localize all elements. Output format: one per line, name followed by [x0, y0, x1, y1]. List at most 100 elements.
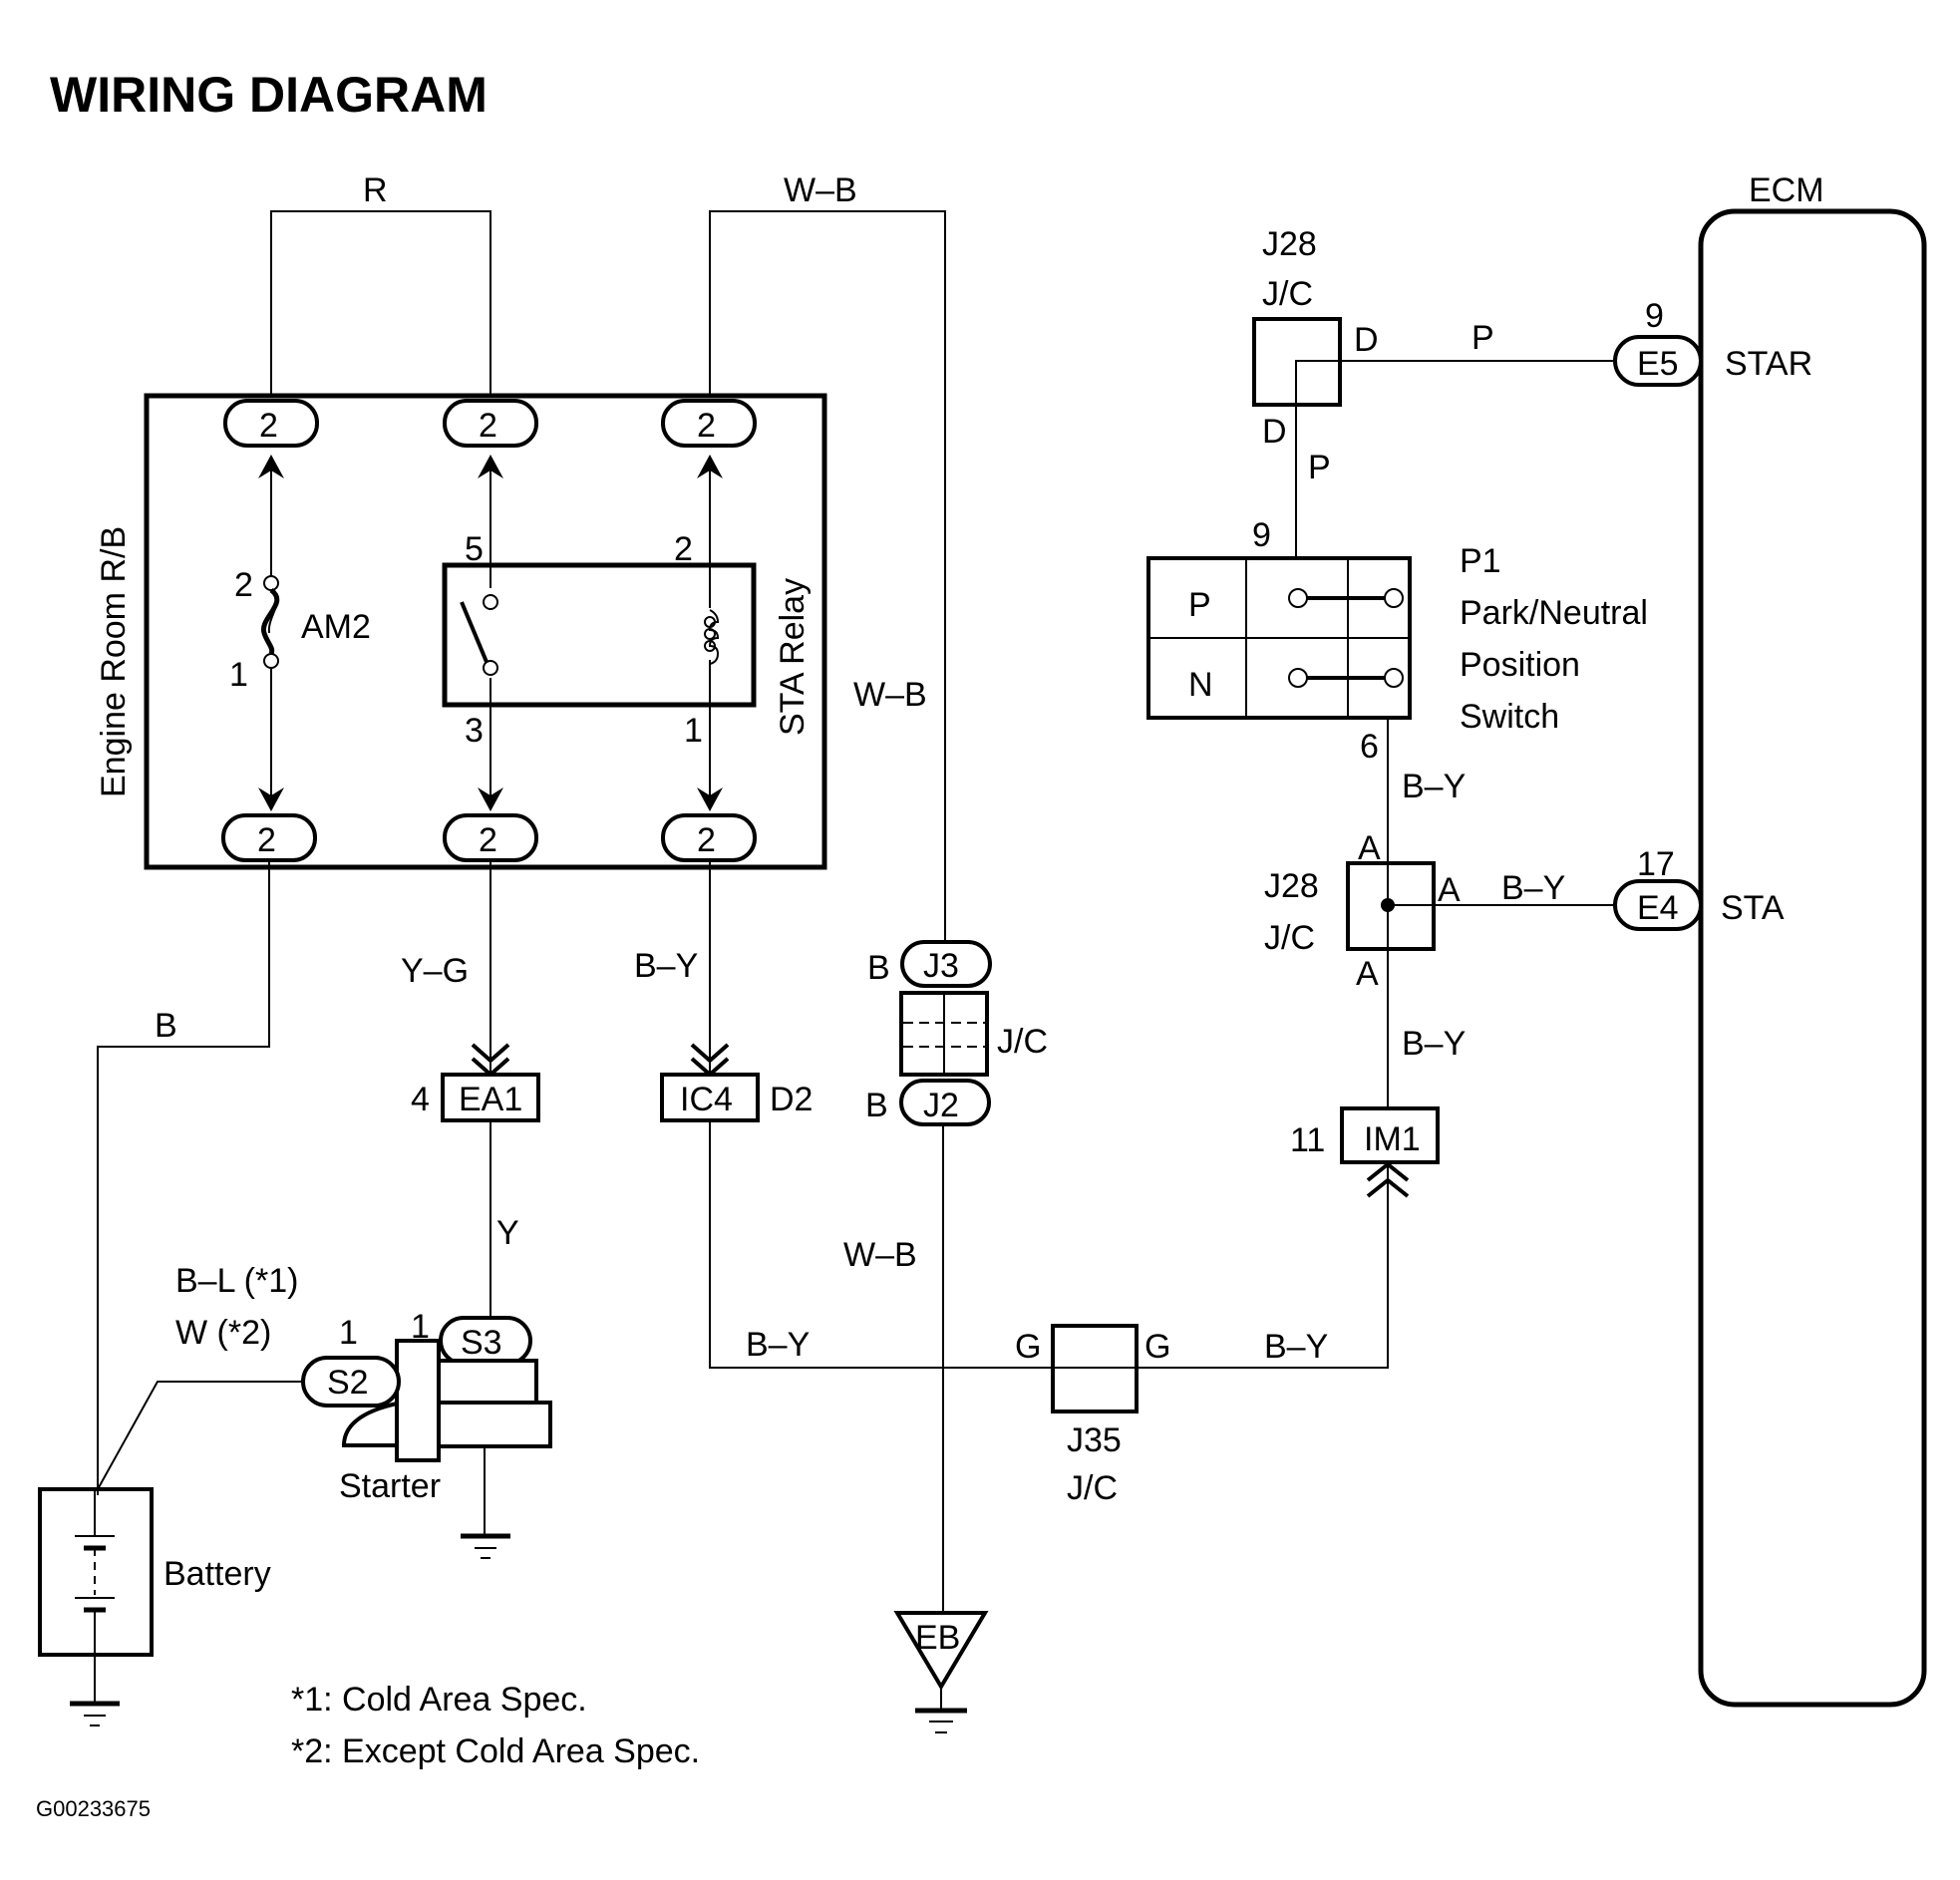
svg-text:E5: E5 — [1637, 345, 1679, 383]
ecm: ECM E5 9 STAR E4 17 STA — [1613, 171, 1927, 1708]
svg-text:5: 5 — [465, 530, 484, 568]
svg-text:D: D — [1262, 413, 1287, 451]
svg-text:STAR: STAR — [1725, 345, 1812, 383]
svg-text:W (*2): W (*2) — [175, 1314, 271, 1352]
svg-text:EA1: EA1 — [459, 1081, 522, 1118]
svg-text:1: 1 — [411, 1308, 430, 1346]
starter-label: Starter — [339, 1467, 441, 1505]
svg-text:P: P — [1471, 319, 1494, 357]
wire-wb-ground: W–B — [843, 1124, 944, 1620]
wire-by-j28-e4: B–Y — [1501, 869, 1565, 907]
junction-j35: G G J35 J/C — [1015, 1324, 1170, 1507]
svg-text:9: 9 — [1645, 297, 1664, 335]
wire-by-coil: B–Y — [634, 862, 711, 1075]
svg-text:B–Y: B–Y — [1264, 1328, 1328, 1366]
engine-room-rb: Engine Room R/B 2 2 2 2 2 2 — [95, 393, 827, 870]
connector-e5: E5 9 STAR — [1613, 297, 1812, 387]
svg-text:B–Y: B–Y — [1402, 1025, 1466, 1063]
svg-text:B–Y: B–Y — [634, 947, 698, 985]
battery: Battery — [38, 1487, 271, 1726]
svg-text:B: B — [867, 949, 890, 987]
svg-text:B–Y: B–Y — [1501, 869, 1565, 907]
svg-text:W–B: W–B — [843, 1236, 917, 1274]
wire-b-battery: B — [97, 862, 270, 1495]
wire-p-j28-p1: P — [1308, 449, 1331, 486]
svg-text:4: 4 — [411, 1081, 430, 1118]
rb-connector-top-3: 2 — [661, 399, 757, 448]
svg-text:B–Y: B–Y — [746, 1326, 810, 1364]
svg-text:B: B — [865, 1087, 888, 1124]
wire-yg: Y–G — [401, 862, 491, 1075]
svg-text:1: 1 — [229, 656, 248, 694]
ground-icon — [70, 1701, 120, 1726]
figure-id: G00233675 — [36, 1796, 151, 1821]
rb-connector-bottom-3: 2 — [661, 813, 757, 862]
svg-text:J3: J3 — [923, 947, 959, 985]
relay-switch-icon — [460, 601, 489, 663]
svg-text:6: 6 — [1360, 728, 1379, 766]
svg-text:Y: Y — [496, 1214, 519, 1252]
connector-s2: S2 1 — [301, 1314, 401, 1408]
svg-text:Y–G: Y–G — [401, 952, 469, 990]
arrow-down-icon — [258, 787, 723, 811]
svg-text:17: 17 — [1637, 845, 1675, 883]
svg-text:J/C: J/C — [997, 1023, 1048, 1061]
wire-s2-battery: B–L (*1) W (*2) — [97, 1262, 303, 1490]
connector-im1: IM1 11 — [1290, 1106, 1440, 1198]
svg-text:P1: P1 — [1460, 542, 1501, 580]
wire-r: R — [270, 171, 491, 397]
sta-relay: 5 2 3 1 STA Relay — [442, 530, 812, 750]
svg-text:R: R — [363, 171, 388, 209]
svg-text:2: 2 — [234, 566, 253, 604]
park-neutral-switch: 9 P N P1 Park/Neutral Position Switch 6 — [1146, 516, 1648, 766]
svg-text:G: G — [1144, 1328, 1170, 1366]
fuse-am2: AM2 2 1 — [229, 566, 371, 694]
svg-text:B–Y: B–Y — [1402, 768, 1466, 805]
connector-j3: J3 B — [867, 940, 992, 988]
svg-text:A: A — [1356, 955, 1379, 993]
ecm-label: ECM — [1749, 171, 1824, 209]
rb-connector-top-2: 2 — [443, 399, 538, 448]
svg-text:2: 2 — [479, 821, 497, 859]
wire-by-j35-im1: B–Y — [1137, 1144, 1389, 1369]
relay-coil-icon — [704, 609, 720, 665]
svg-text:J/C: J/C — [1262, 275, 1313, 313]
svg-text:J/C: J/C — [1067, 1469, 1118, 1507]
svg-text:D2: D2 — [770, 1081, 813, 1118]
rb-connector-bottom-1: 2 — [221, 813, 317, 862]
svg-text:Position: Position — [1460, 646, 1580, 684]
connector-e4: E4 17 STA — [1613, 845, 1785, 931]
svg-text:D: D — [1354, 321, 1379, 359]
svg-text:A: A — [1358, 829, 1381, 867]
svg-text:9: 9 — [1252, 516, 1271, 554]
svg-text:Switch: Switch — [1460, 698, 1559, 736]
ground-eb: EB — [893, 1611, 989, 1733]
svg-text:Park/Neutral: Park/Neutral — [1460, 594, 1648, 632]
svg-text:2: 2 — [697, 821, 716, 859]
rb-internal-lines — [270, 469, 711, 797]
svg-text:P: P — [1308, 449, 1331, 486]
svg-text:W–B: W–B — [853, 676, 927, 714]
svg-text:STA: STA — [1721, 889, 1785, 927]
svg-text:IM1: IM1 — [1364, 1120, 1421, 1158]
svg-text:2: 2 — [259, 407, 278, 445]
svg-text:N: N — [1188, 666, 1213, 704]
wire-wb-top: W–B W–B — [709, 171, 946, 952]
sta-relay-label: STA Relay — [774, 578, 812, 736]
connector-ea1: EA1 4 — [411, 1043, 540, 1122]
svg-text:2: 2 — [674, 530, 693, 568]
svg-text:S3: S3 — [461, 1324, 502, 1362]
engine-room-rb-label: Engine Room R/B — [95, 526, 133, 797]
svg-text:2: 2 — [479, 407, 497, 445]
connector-ic4: IC4 D2 — [660, 1043, 813, 1122]
svg-text:AM2: AM2 — [301, 608, 371, 646]
arrow-up-icon — [258, 455, 723, 478]
junction-j28-top: J28 J/C D D — [1252, 225, 1615, 558]
wire-y: Y — [490, 1120, 519, 1318]
junction-j3-j2: J3 B J/C J2 B — [865, 940, 1048, 1126]
junction-j28-mid: J28 J/C A A A — [1264, 829, 1615, 993]
starter: S3 1 S2 1 Starter — [301, 1308, 552, 1559]
wire-by-j28-im1: B–Y — [1387, 949, 1466, 1108]
svg-text:S2: S2 — [327, 1364, 369, 1402]
